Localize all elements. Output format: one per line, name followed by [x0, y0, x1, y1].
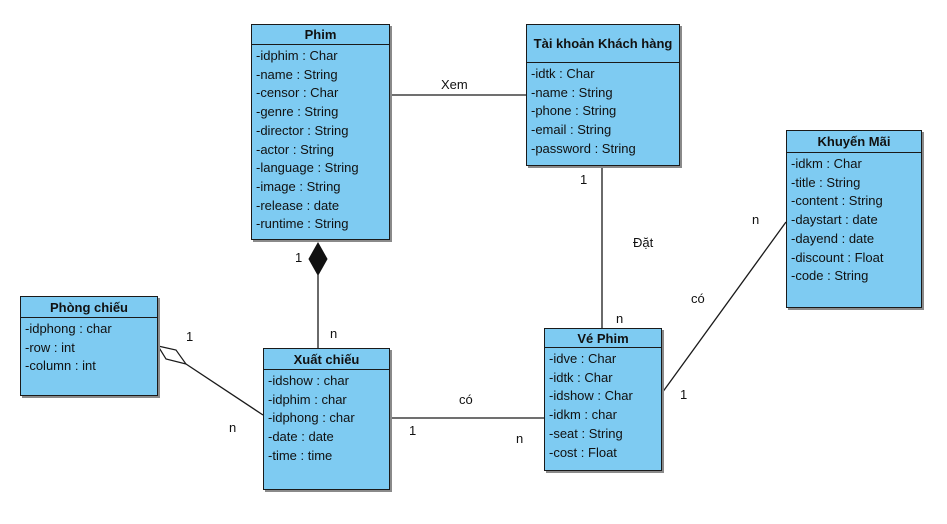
- attribute: -idshow : char: [268, 373, 349, 388]
- class-phim[interactable]: Phim -idphim : Char -name : String -cens…: [251, 24, 390, 240]
- attribute: -row : int: [25, 339, 75, 355]
- attribute: -actor : String: [256, 141, 335, 157]
- attribute: -discount : Float: [791, 249, 884, 265]
- attribute: -code : String: [791, 268, 869, 284]
- label-dat-target-multiplicity: n: [616, 311, 624, 326]
- attribute: -idphim : Char: [256, 48, 338, 63]
- edge-phongchieu-xuatchieu: [185, 363, 264, 416]
- attribute: -idkm : Char: [791, 156, 862, 171]
- class-khuyenmai-attributes: -idkm : Char -title : String -content : …: [787, 153, 921, 286]
- composition-diamond: [308, 241, 328, 277]
- class-phim-attributes: -idphim : Char -name : String -censor : …: [252, 45, 389, 234]
- label-dat-source-multiplicity: 1: [580, 172, 588, 187]
- attribute: -email : String: [531, 122, 612, 138]
- attribute: -idtk : Char: [531, 66, 595, 81]
- class-xuatchieu-attributes: -idshow : char -idphim : char -idphong :…: [264, 370, 389, 466]
- class-xuatchieu[interactable]: Xuất chiếu -idshow : char -idphim : char…: [263, 348, 390, 490]
- class-xuatchieu-title: Xuất chiếu: [264, 349, 389, 370]
- label-co-promotion: có: [691, 291, 705, 306]
- attribute: -director : String: [256, 122, 349, 138]
- aggregation-diamond: [156, 345, 188, 365]
- label-xem: Xem: [441, 77, 468, 92]
- attribute: -idkm : char: [549, 407, 617, 423]
- label-co-show-ticket: có: [459, 392, 473, 407]
- attribute: -daystart : date: [791, 212, 878, 228]
- attribute: -content : String: [791, 193, 883, 209]
- attribute: -title : String: [791, 174, 861, 190]
- class-vephim-title: Vé Phim: [545, 329, 661, 348]
- attribute: -idshow : Char: [549, 388, 633, 404]
- label-composition-source-multiplicity: 1: [295, 250, 303, 265]
- attribute: -date : date: [268, 429, 334, 445]
- attribute: -idphim : char: [268, 391, 347, 407]
- attribute: -censor : Char: [256, 85, 339, 101]
- class-taikhoan[interactable]: Tài khoản Khách hàng -idtk : Char -name …: [526, 24, 680, 166]
- class-phongchieu-title: Phòng chiếu: [21, 297, 157, 318]
- attribute: -idtk : Char: [549, 369, 613, 385]
- edge-vephim-khuyenmai: [661, 221, 787, 394]
- attribute: -dayend : date: [791, 230, 875, 246]
- label-aggregation-target-multiplicity: n: [229, 420, 237, 435]
- attribute: -idve : Char: [549, 351, 617, 366]
- attribute: -idphong : char: [268, 410, 355, 426]
- class-phongchieu-attributes: -idphong : char -row : int -column : int: [21, 318, 157, 376]
- class-khuyenmai-title: Khuyến Mãi: [787, 131, 921, 153]
- label-composition-target-multiplicity: n: [330, 326, 338, 341]
- attribute: -time : time: [268, 447, 333, 463]
- attribute: -genre : String: [256, 104, 339, 120]
- label-co-show-multiplicity: 1: [409, 423, 417, 438]
- label-dat: Đặt: [633, 235, 654, 250]
- attribute: -runtime : String: [256, 216, 349, 232]
- attribute: -column : int: [25, 358, 96, 374]
- attribute: -name : String: [531, 84, 613, 100]
- attribute: -release : date: [256, 197, 340, 213]
- attribute: -seat : String: [549, 425, 623, 441]
- label-co-ticket-side-multiplicity: 1: [680, 387, 688, 402]
- label-co-promotion-multiplicity: n: [752, 212, 760, 227]
- class-phim-title: Phim: [252, 25, 389, 45]
- class-khuyenmai[interactable]: Khuyến Mãi -idkm : Char -title : String …: [786, 130, 922, 308]
- class-vephim[interactable]: Vé Phim -idve : Char -idtk : Char -idsho…: [544, 328, 662, 471]
- class-taikhoan-attributes: -idtk : Char -name : String -phone : Str…: [527, 63, 679, 159]
- attribute: -image : String: [256, 178, 341, 194]
- attribute: -name : String: [256, 66, 338, 82]
- attribute: -password : String: [531, 140, 636, 156]
- attribute: -cost : Float: [549, 444, 617, 460]
- attribute: -idphong : char: [25, 321, 112, 336]
- attribute: -phone : String: [531, 103, 617, 119]
- class-taikhoan-title: Tài khoản Khách hàng: [527, 25, 679, 63]
- label-co-ticket-multiplicity: n: [516, 431, 524, 446]
- class-vephim-attributes: -idve : Char -idtk : Char -idshow : Char…: [545, 348, 661, 462]
- class-phongchieu[interactable]: Phòng chiếu -idphong : char -row : int -…: [20, 296, 158, 396]
- attribute: -language : String: [256, 160, 359, 176]
- label-aggregation-source-multiplicity: 1: [186, 329, 194, 344]
